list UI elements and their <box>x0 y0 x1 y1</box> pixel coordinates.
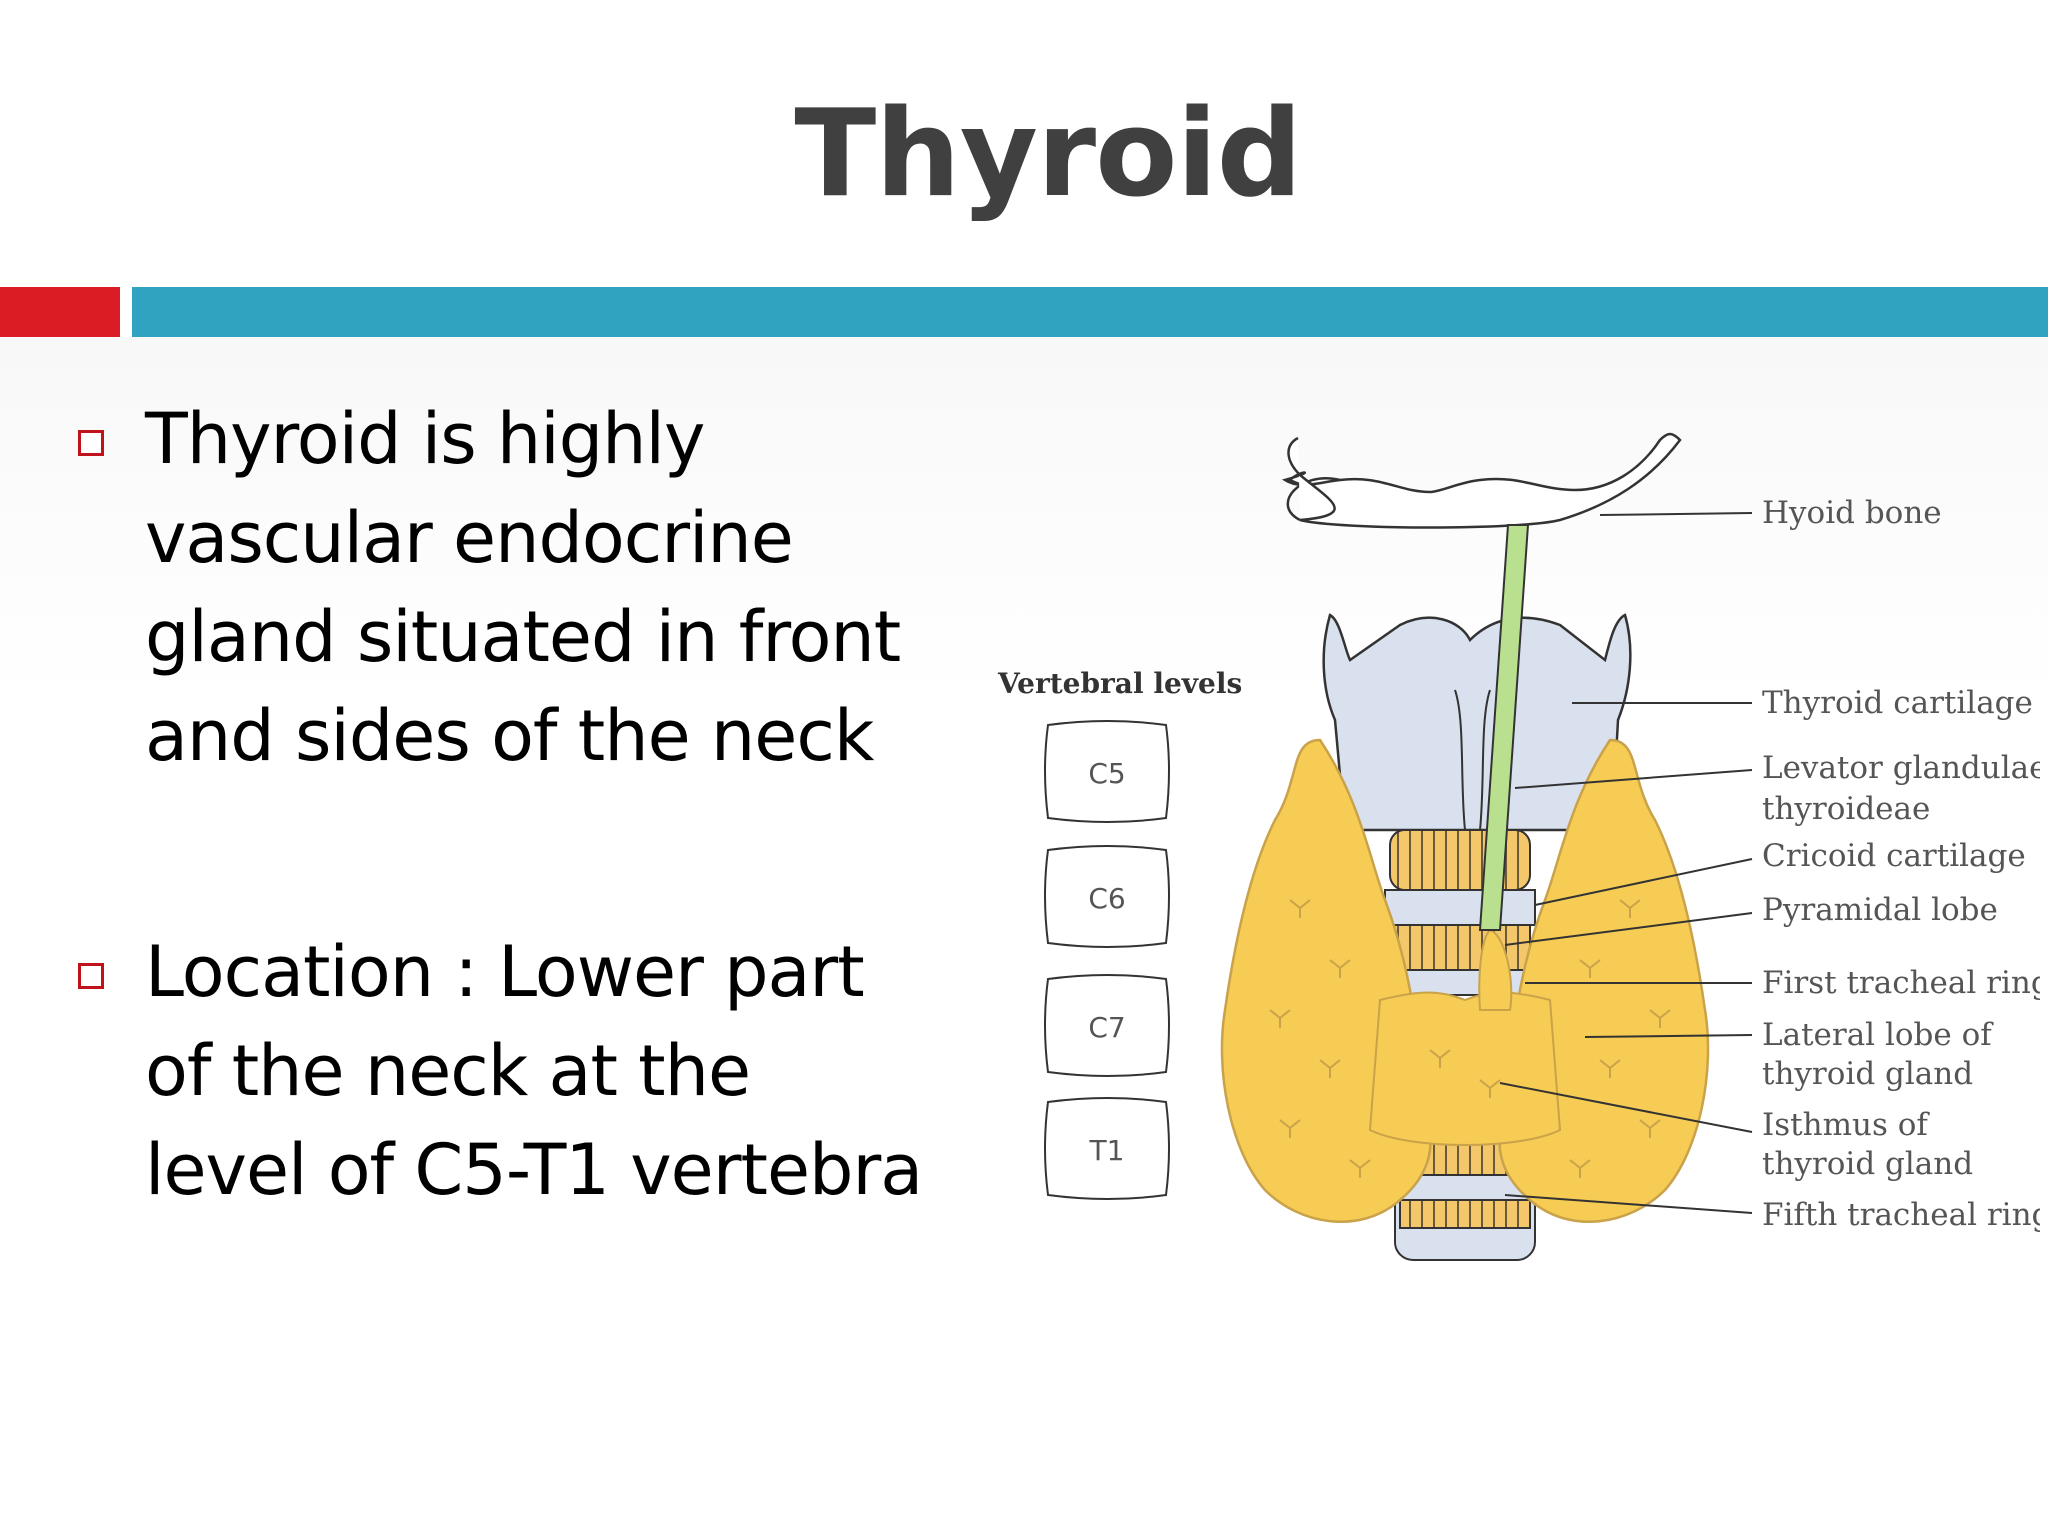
vertebra-label: C7 <box>1088 1011 1125 1044</box>
label-isthmus: Isthmus of <box>1762 1107 1930 1143</box>
label-pyramidal-lobe: Pyramidal lobe <box>1762 892 1998 928</box>
leader-lines <box>1499 512 1753 1214</box>
bullet-line: level of C5-T1 vertebra <box>145 1129 923 1211</box>
label-levator: Levator glandulae <box>1762 750 2040 786</box>
square-bullet-icon <box>78 430 104 456</box>
bullet-line: and sides of the neck <box>145 695 874 777</box>
diagram-labels: Hyoid bone Thyroid cartilage Levator gla… <box>1762 495 2040 1233</box>
vertebra-label: T1 <box>1089 1134 1125 1167</box>
vertebra-box <box>1044 1097 1170 1200</box>
vertebra-box <box>1044 720 1170 823</box>
vertebra-box <box>1044 845 1170 948</box>
thyroid-cartilage <box>1322 613 1632 832</box>
bullet-line: vascular endocrine <box>145 497 794 579</box>
vertebra-box <box>1044 974 1170 1077</box>
levator-glandulae-thyroideae <box>1478 524 1530 931</box>
bullet-item: Thyroid is highly vascular endocrine gla… <box>70 390 970 786</box>
accent-bar-red <box>0 287 120 337</box>
content-background <box>0 337 2048 1536</box>
label-first-tracheal-ring: First tracheal ring <box>1762 965 2040 1001</box>
cricoid-cartilage <box>1389 829 1531 891</box>
bullet-line: Thyroid is highly <box>145 398 705 480</box>
vertebral-levels-title: Vertebral levels <box>997 667 1242 700</box>
bullet-line: of the neck at the <box>145 1030 751 1112</box>
slide-title: Thyroid <box>794 85 1302 224</box>
label-cricoid-cartilage: Cricoid cartilage <box>1762 838 2026 874</box>
vertebral-boxes <box>1044 720 1170 1200</box>
thyroid-anatomy-diagram: Vertebral levels C5 C6 C7 T1 Hyoid bone … <box>997 432 2040 1261</box>
label-hyoid-bone: Hyoid bone <box>1762 495 1942 531</box>
label-thyroid-cartilage: Thyroid cartilage <box>1762 685 2033 721</box>
square-bullet-icon <box>78 963 104 989</box>
hyoid-bone <box>1282 432 1682 529</box>
isthmus <box>1368 991 1562 1146</box>
label-fifth-tracheal-ring: Fifth tracheal ring <box>1762 1197 2040 1233</box>
vertebra-label: C6 <box>1088 882 1125 915</box>
accent-bar-blue <box>132 287 2048 337</box>
label-levator: thyroideae <box>1762 791 1930 827</box>
pyramidal-lobe <box>1478 928 1513 1011</box>
bullet-line: gland situated in front <box>145 596 901 678</box>
vertebra-label: C5 <box>1088 757 1125 790</box>
label-lateral-lobe: Lateral lobe of <box>1762 1017 1994 1053</box>
bullet-item: Location : Lower part of the neck at the… <box>70 923 970 1220</box>
bullet-line: Location : Lower part <box>145 931 865 1013</box>
label-isthmus: thyroid gland <box>1762 1146 1973 1182</box>
bullet-list: Thyroid is highly vascular endocrine gla… <box>70 390 970 1220</box>
label-lateral-lobe: thyroid gland <box>1762 1056 1973 1092</box>
